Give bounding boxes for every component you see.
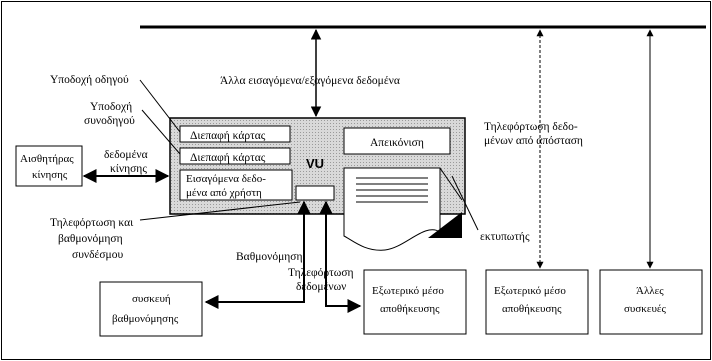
data-download-arrow <box>319 200 362 313</box>
external-storage-1-box <box>363 269 467 335</box>
external-storage-1-label-2: αποθήκευσης <box>380 303 440 315</box>
card-interface-1-box <box>179 125 291 143</box>
other-devices-label-2: συσκευές <box>624 303 667 315</box>
remote-download-label-2: μένων από απόσταση <box>484 135 583 147</box>
printer-paper <box>343 167 441 251</box>
calibration-device-label-1: συσκευή <box>132 293 171 305</box>
driver-slot-label: Υποδοχή οδηγού <box>50 74 129 86</box>
printer-paper-lines <box>356 177 428 203</box>
card-interface-1-label: Διεπαφή κάρτας <box>190 130 266 142</box>
display-label: Απεικόνιση <box>370 137 424 149</box>
printer-pointer <box>451 175 479 231</box>
codriver-slot-label-1: Υποδοχή <box>90 101 132 113</box>
other-io-label: Άλλα εισαγόμενα/εξαγόμενα δεδομένα <box>220 75 400 87</box>
other-devices-label-1: Άλλες <box>636 285 664 297</box>
external-storage-2-label-1: Εξωτερικό μέσο <box>494 285 566 297</box>
data-download-label-2: δεδομένων <box>296 281 346 293</box>
download-calibration-label-2: βαθμονόμηση <box>58 233 123 245</box>
card-interface-2-box <box>179 147 291 165</box>
motion-data-label-2: κίνησης <box>110 163 147 175</box>
calibration-device-label-2: βαθμονόμησης <box>112 313 179 325</box>
remote-download-label-1: Τηλεφόρτωση δεδο- <box>484 121 578 133</box>
user-input-box <box>179 169 293 201</box>
printer-head <box>428 212 462 238</box>
calibration-arrow <box>204 200 311 309</box>
external-storage-1-label-1: Εξωτερικό μέσο <box>372 285 444 297</box>
external-storage-2-label-2: αποθήκευσης <box>502 303 562 315</box>
calibration-device-box <box>99 281 203 337</box>
codriver-slot-pointer <box>141 109 181 155</box>
motion-data-label-1: δεδομένα <box>104 149 148 161</box>
printer-label: εκτυπωτής <box>480 231 530 243</box>
motion-sensor-label-2: κίνησης <box>32 169 68 181</box>
vu-title: VU <box>306 156 324 171</box>
codriver-slot-label-2: συνοδηγού <box>84 115 135 127</box>
user-input-label-2: μένα από χρήστη <box>186 187 262 199</box>
user-input-label-1: Εισαγόμενα δεδο- <box>186 173 266 185</box>
printer-connector <box>439 167 463 201</box>
connector-box <box>295 185 335 201</box>
motion-sensor-box <box>15 145 83 187</box>
download-calibration-label-1: Τηλεφόρτωση και <box>50 217 134 229</box>
data-download-label-1: Τηλεφόρτωση <box>288 267 354 279</box>
motion-sensor-label-1: Αισθητήρας <box>20 153 74 165</box>
download-calibration-label-3: συνδέσμου <box>72 249 123 261</box>
calibration-label: Βαθμονόμηση <box>236 251 302 263</box>
driver-slot-pointer <box>139 79 181 133</box>
external-storage-2-box <box>485 269 589 335</box>
display-box <box>343 127 451 155</box>
other-devices-box <box>599 269 703 335</box>
card-interface-2-label: Διεπαφή κάρτας <box>190 152 266 164</box>
